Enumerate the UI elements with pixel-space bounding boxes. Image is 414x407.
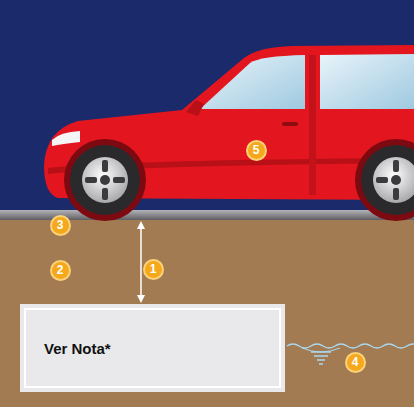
note-box: Ver Nota* — [20, 304, 285, 392]
rim-spokes — [85, 160, 401, 200]
wheel-arch — [355, 139, 414, 221]
distance-arrow — [137, 221, 145, 303]
mirror — [186, 100, 204, 116]
tire — [70, 145, 140, 215]
door-handle — [282, 122, 298, 126]
callout-number: 4 — [345, 352, 366, 373]
headlight — [52, 131, 80, 146]
rear-window — [320, 54, 414, 109]
note-text: Ver Nota* — [44, 340, 111, 357]
callout-number: 5 — [246, 140, 267, 161]
rim — [82, 157, 128, 203]
car — [44, 45, 414, 221]
tire — [361, 145, 414, 215]
callout-number: 3 — [50, 215, 71, 236]
callout-number: 2 — [50, 260, 71, 281]
ground — [0, 219, 414, 407]
callout-number: 1 — [143, 259, 164, 280]
door-pillar — [309, 55, 316, 195]
front-window — [200, 55, 305, 109]
wheel-arch — [64, 139, 146, 221]
rim — [373, 157, 414, 203]
sky — [0, 0, 414, 212]
